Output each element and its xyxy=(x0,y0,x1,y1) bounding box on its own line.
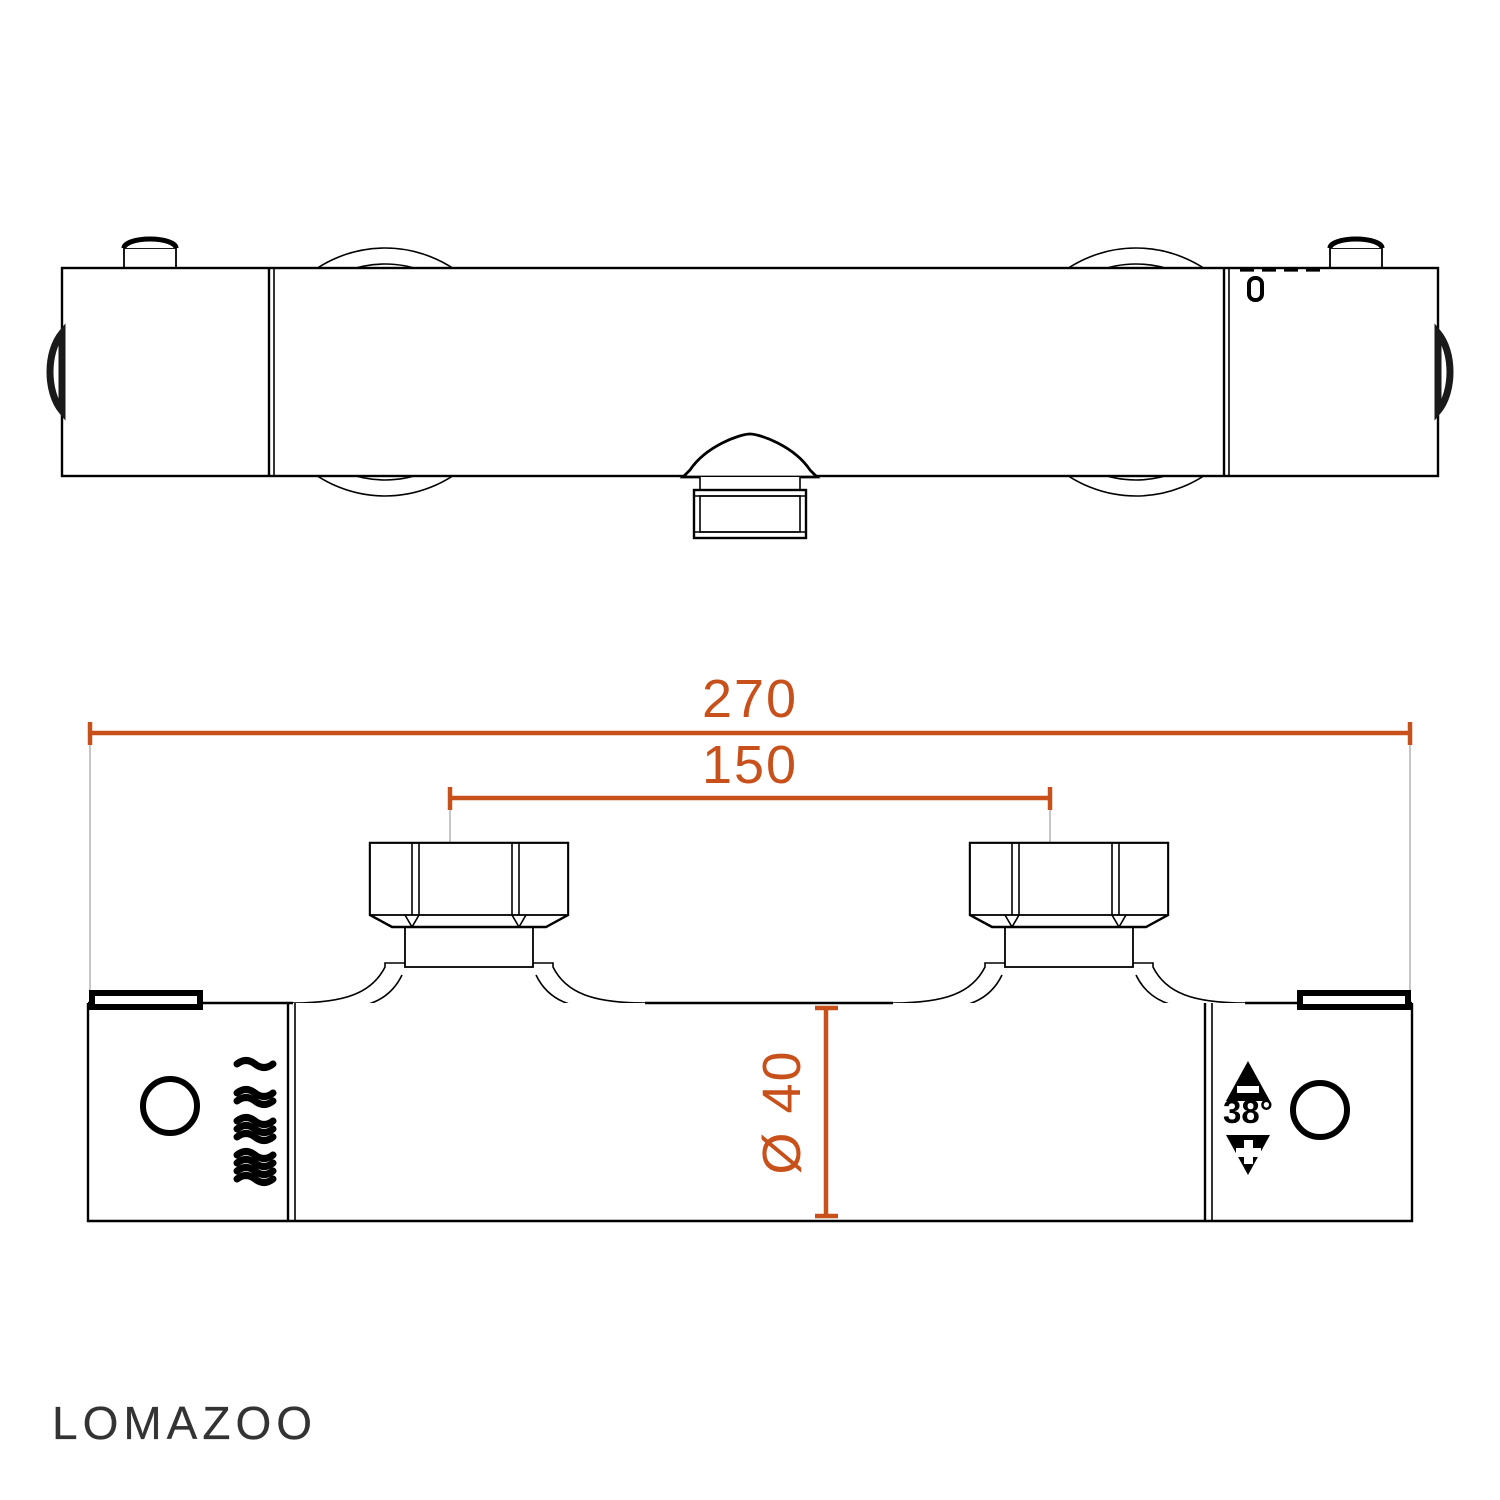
dimension-label-150: 150 xyxy=(702,735,798,795)
flow-control-knob[interactable] xyxy=(140,1076,200,1136)
dimension-label-270: 270 xyxy=(702,669,798,729)
temperature-down-icon xyxy=(1226,1135,1270,1175)
front-view-lip-right xyxy=(1297,990,1411,1010)
dimension-overall-width: 270 xyxy=(87,669,1413,1000)
top-view-split-lines xyxy=(267,268,1230,476)
front-view-inlet-left xyxy=(292,841,646,1069)
temperature-up-icon xyxy=(1226,1061,1270,1101)
dimension-inlet-centres: 150 xyxy=(447,735,1053,860)
brand-logo: LOMAZOO xyxy=(52,1397,318,1449)
top-view-end-cap-right xyxy=(1434,323,1454,421)
front-view-lip-left xyxy=(89,990,203,1010)
top-view xyxy=(46,236,1454,540)
front-view-body xyxy=(86,1001,1414,1223)
top-view-zero-marker xyxy=(1247,276,1264,302)
top-view-outlet-connector xyxy=(679,432,821,540)
top-view-end-cap-left xyxy=(46,323,66,421)
front-view: 38° Ø 40 xyxy=(86,841,1414,1223)
front-view-split-lines xyxy=(286,1003,1213,1221)
dimension-body-diameter: Ø 40 xyxy=(752,1005,838,1219)
temperature-label: 38° xyxy=(1223,1093,1273,1130)
temperature-control-knob[interactable] xyxy=(1290,1080,1350,1140)
dimension-label-diameter: Ø 40 xyxy=(752,1049,812,1174)
flow-wave-icon xyxy=(233,1057,277,1186)
